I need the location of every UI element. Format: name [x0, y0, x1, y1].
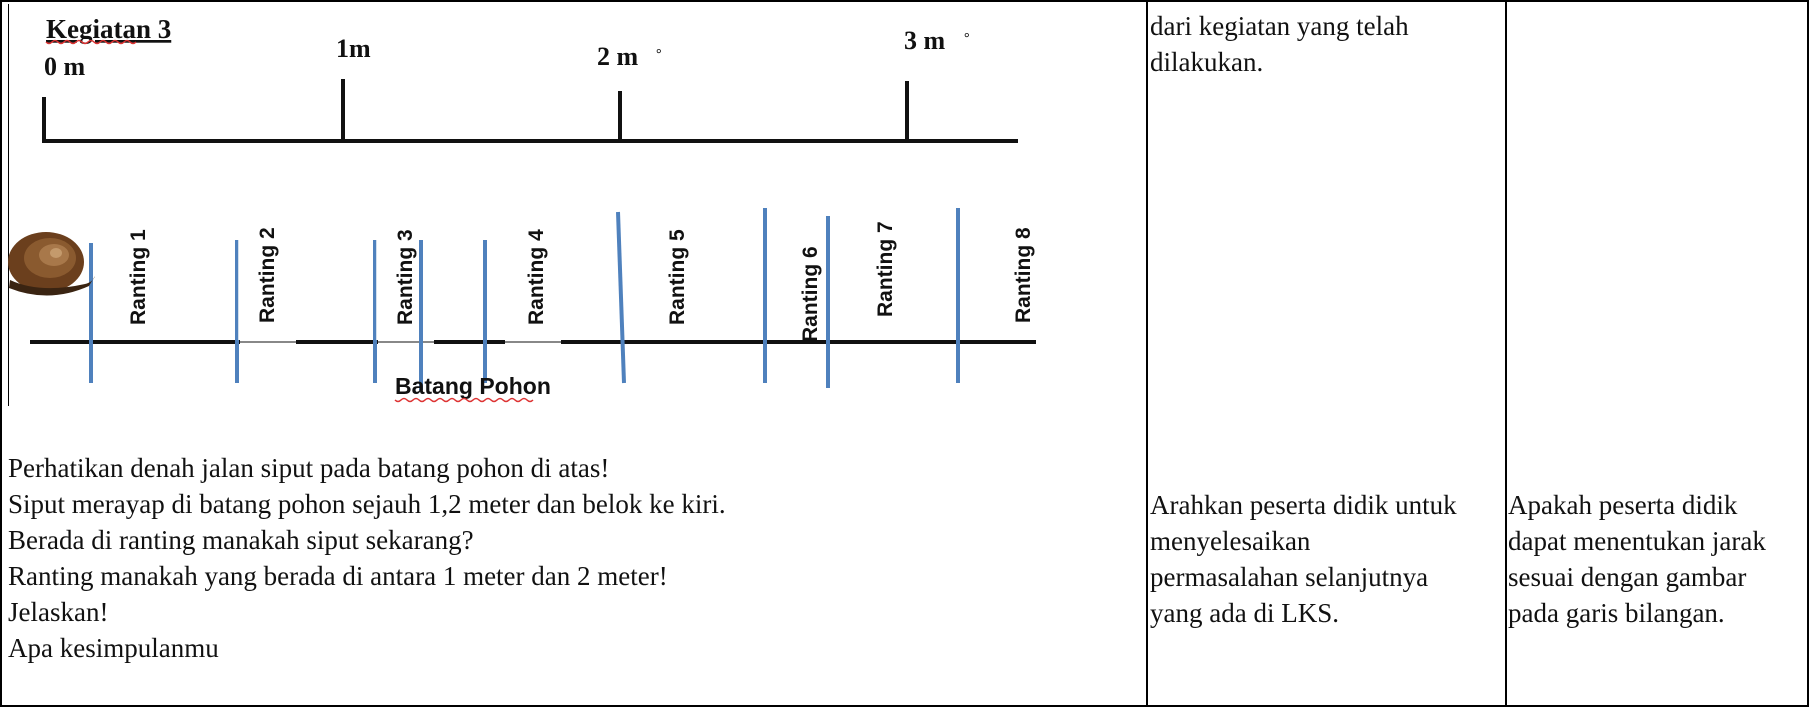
- teacher-note-bottom-line-4: yang ada di LKS.: [1150, 598, 1339, 628]
- assessment-line-2: dapat menentukan jarak: [1508, 526, 1766, 556]
- tree-trunk: [30, 340, 1036, 345]
- middle-bottom-clip: Arahkan peserta didik untuk menyelesaika…: [1150, 487, 1505, 647]
- figure-left-edge: [8, 4, 9, 406]
- column-divider-2: [1505, 0, 1507, 707]
- ranting-label-5: Ranting 5: [666, 229, 689, 325]
- trunk-label: Batang Pohon: [395, 373, 551, 399]
- ranting-label-2: Ranting 2: [256, 227, 279, 323]
- assessment-line-4: pada garis bilangan.: [1508, 598, 1725, 628]
- scale-label-1m: 1m: [336, 34, 371, 63]
- question-line-1: Perhatikan denah jalan siput pada batang…: [8, 453, 610, 483]
- column-divider-1: [1146, 0, 1148, 707]
- question-line-6: Apa kesimpulanmu: [8, 633, 219, 663]
- ranting-label-4: Ranting 4: [525, 229, 548, 325]
- ranting-label-8: Ranting 8: [1012, 227, 1035, 323]
- scale-label-3m: 3 m: [904, 26, 946, 55]
- assessment-note: Apakah peserta didik dapat menentukan ja…: [1508, 487, 1766, 631]
- teacher-note-top: dari kegiatan yang telah dilakukan.: [1150, 8, 1409, 80]
- assessment-line-3: sesuai dengan gambar: [1508, 562, 1747, 592]
- heading-squiggle: [45, 39, 137, 45]
- teacher-note-bottom: Arahkan peserta didik untuk menyelesaika…: [1150, 487, 1457, 631]
- ranting-label-1: Ranting 1: [127, 229, 150, 325]
- table-border-right: [1807, 0, 1809, 707]
- ranting-label-3: Ranting 3: [394, 229, 417, 325]
- ranting-label-7: Ranting 7: [874, 221, 897, 317]
- teacher-note-bottom-line-1: Arahkan peserta didik untuk: [1150, 490, 1457, 520]
- branch-5: [616, 211, 626, 384]
- assessment-line-1: Apakah peserta didik: [1508, 490, 1738, 520]
- figure-heading: Kegiatan 3: [46, 14, 171, 44]
- table-border-left: [0, 0, 2, 707]
- trunk-label-squiggle: [394, 397, 534, 403]
- right-bottom-clip: Apakah peserta didik dapat menentukan ja…: [1508, 487, 1807, 647]
- teacher-note-bottom-line-3: permasalahan selanjutnya: [1150, 562, 1429, 592]
- branches: [89, 208, 960, 390]
- teacher-note-top-line-1: dari kegiatan yang telah: [1150, 11, 1409, 41]
- table-border-top: [0, 0, 1809, 2]
- scale-label-2m: 2 m: [597, 42, 639, 71]
- snail-tree-figure: Kegiatan 3 0 m 1m 2 m ° 3 m °: [8, 14, 1036, 403]
- teacher-note-top-line-2: dilakukan.: [1150, 47, 1264, 77]
- teacher-note-bottom-line-2: menyelesaikan: [1150, 526, 1311, 556]
- scale-label-0m: 0 m: [44, 52, 86, 81]
- degree-mark-3m: °: [964, 31, 970, 46]
- question-line-4: Ranting manakah yang berada di antara 1 …: [8, 561, 668, 591]
- question-text: Perhatikan denah jalan siput pada batang…: [8, 450, 726, 666]
- distance-ruler: [42, 79, 1018, 143]
- question-line-5: Jelaskan!: [8, 597, 109, 627]
- snail-icon: [8, 232, 95, 296]
- question-line-3: Berada di ranting manakah siput sekarang…: [8, 525, 474, 555]
- ranting-label-6: Ranting 6: [799, 246, 822, 342]
- question-line-2: Siput merayap di batang pohon sejauh 1,2…: [8, 489, 726, 519]
- degree-mark-2m: °: [656, 47, 662, 62]
- table-border-bottom: [0, 705, 1809, 707]
